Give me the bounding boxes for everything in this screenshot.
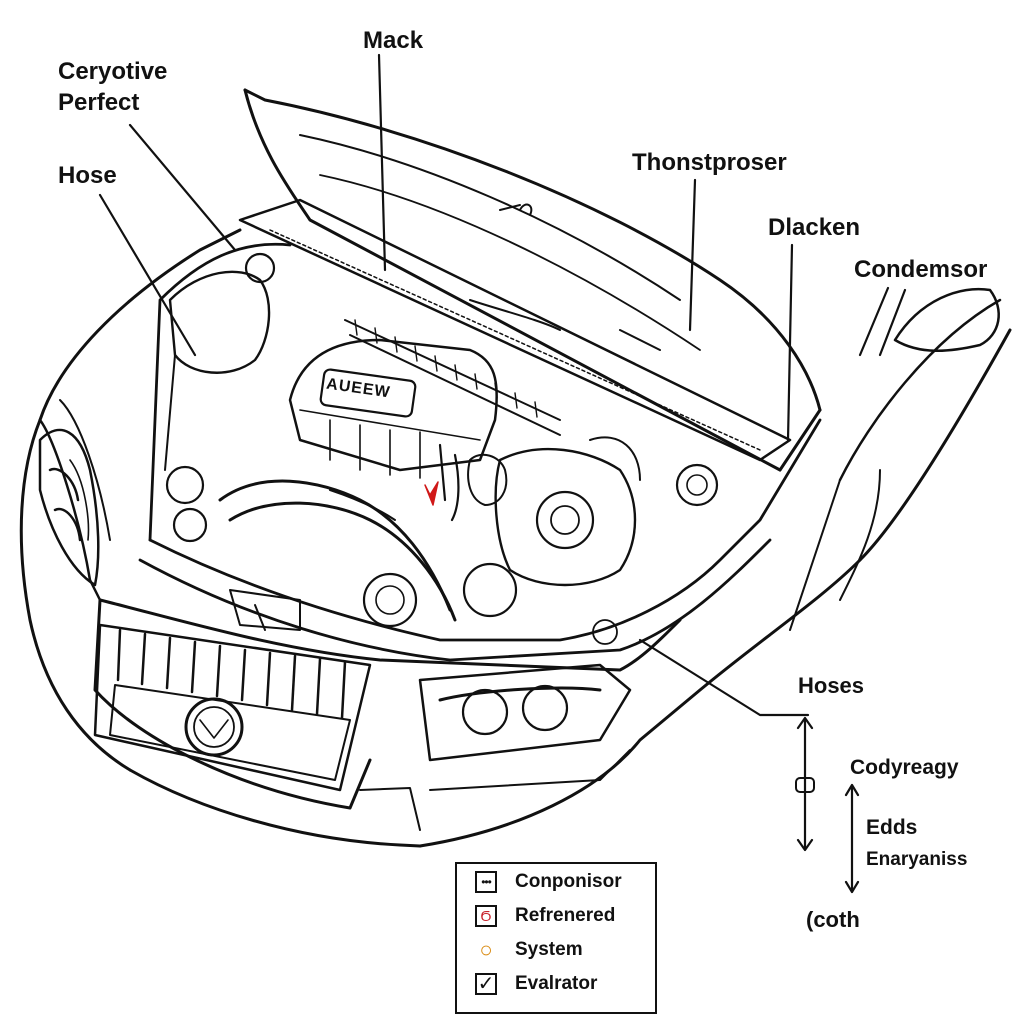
engine-block [164, 252, 719, 645]
label-codyreagy: Codyreagy [850, 756, 959, 779]
label-dlacken: Dlacken [768, 214, 861, 241]
leader-lines [98, 53, 907, 894]
label-enaryaniss: Enaryaniss [866, 849, 968, 870]
legend-label: Refrenered [515, 905, 616, 926]
hood-raised [238, 88, 822, 472]
label-ceryotive: Ceryotive [58, 58, 168, 85]
legend-box: ••• Conponisor Ϭ Refrenered ○ System ✓ E… [455, 862, 657, 1014]
front-grille [93, 623, 372, 792]
legend-item-system: ○ System [475, 936, 583, 964]
label-hose: Hose [58, 162, 117, 189]
label-condemsor: Condemsor [854, 256, 988, 283]
label-mack: Mack [363, 27, 424, 54]
dots-icon: ••• [475, 871, 497, 893]
label-edds: Edds [866, 816, 918, 839]
left-headlight [38, 428, 100, 587]
legend-item-evalrator: ✓ Evalrator [475, 970, 597, 998]
legend-label: Evalrator [515, 973, 598, 994]
legend-item-refrenered: Ϭ Refrenered [475, 902, 615, 930]
orange-circle-icon: ○ [479, 937, 493, 962]
legend-item-conponisor: ••• Conponisor [475, 868, 622, 896]
brand-emblem [184, 697, 244, 757]
legend-label: Conponisor [515, 871, 622, 892]
checkmark-icon: ✓ [475, 973, 497, 995]
legend-label: System [515, 939, 583, 960]
engine-bay-rim [138, 242, 822, 662]
label-hoses: Hoses [798, 673, 865, 698]
label-coth: (coth [806, 907, 860, 932]
label-perfect: Perfect [58, 89, 140, 116]
red-accent-mark [424, 481, 439, 506]
label-thonstproser: Thonstproser [632, 149, 787, 176]
car-body [19, 228, 1012, 848]
red-swirl-icon: Ϭ [475, 905, 497, 927]
